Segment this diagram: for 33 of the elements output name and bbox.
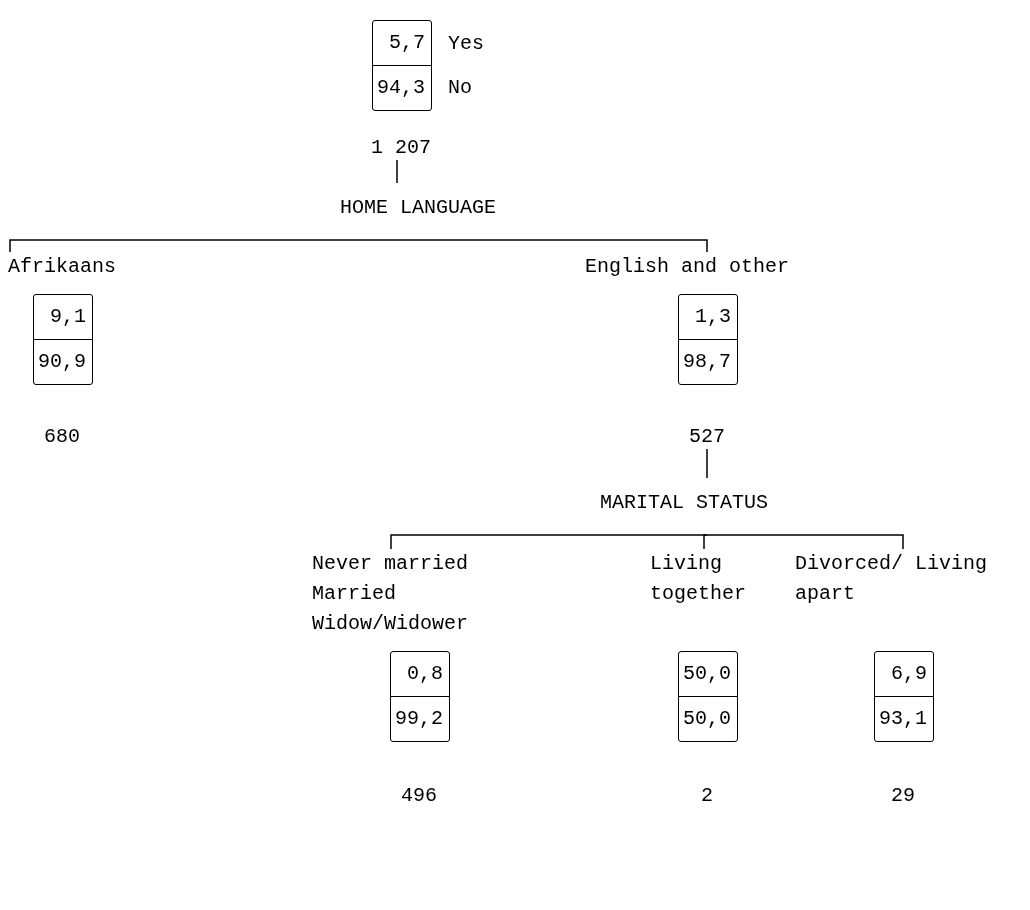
percentage-value: 50,0 [682, 661, 732, 687]
sample-size: 527 [688, 425, 726, 449]
category-label: Living together [650, 551, 747, 607]
percentage-value: 50,0 [679, 696, 737, 741]
sample-size: 496 [400, 784, 438, 808]
percentage-value: 94,3 [373, 65, 431, 110]
sample-size: 1 207 [370, 136, 432, 160]
percentage-value: 5,7 [388, 30, 426, 56]
split-variable-label: HOME LANGUAGE [340, 196, 497, 219]
percentage-value: 90,9 [34, 339, 92, 384]
percentage-value: 98,7 [679, 339, 737, 384]
tree-branch-line [396, 159, 398, 184]
split-variable-label: MARITAL STATUS [600, 491, 769, 514]
sample-size: 680 [43, 425, 81, 449]
category-label: Afrikaans [8, 254, 118, 280]
category-label: Divorced/ Living apart [795, 551, 989, 607]
tree-branch-line [706, 534, 904, 550]
sample-size: 29 [890, 784, 916, 808]
percentage-value: 99,2 [391, 696, 449, 741]
category-label: English and other [585, 254, 791, 280]
percentage-value: 6,9 [890, 661, 928, 687]
row-label: Yes [448, 30, 484, 57]
tree-branch-line [703, 534, 708, 550]
category-label: Never married Married Widow/Widower [312, 551, 470, 637]
percentage-value: 93,1 [875, 696, 933, 741]
tree-branch-line [9, 239, 433, 253]
tree-branch-line [706, 448, 708, 479]
percentage-value: 9,1 [49, 304, 87, 330]
percentage-value: 1,3 [694, 304, 732, 330]
tree-branch-line [431, 239, 708, 253]
row-label: No [448, 74, 473, 101]
percentage-value: 0,8 [406, 661, 444, 687]
sample-size: 2 [700, 784, 714, 808]
